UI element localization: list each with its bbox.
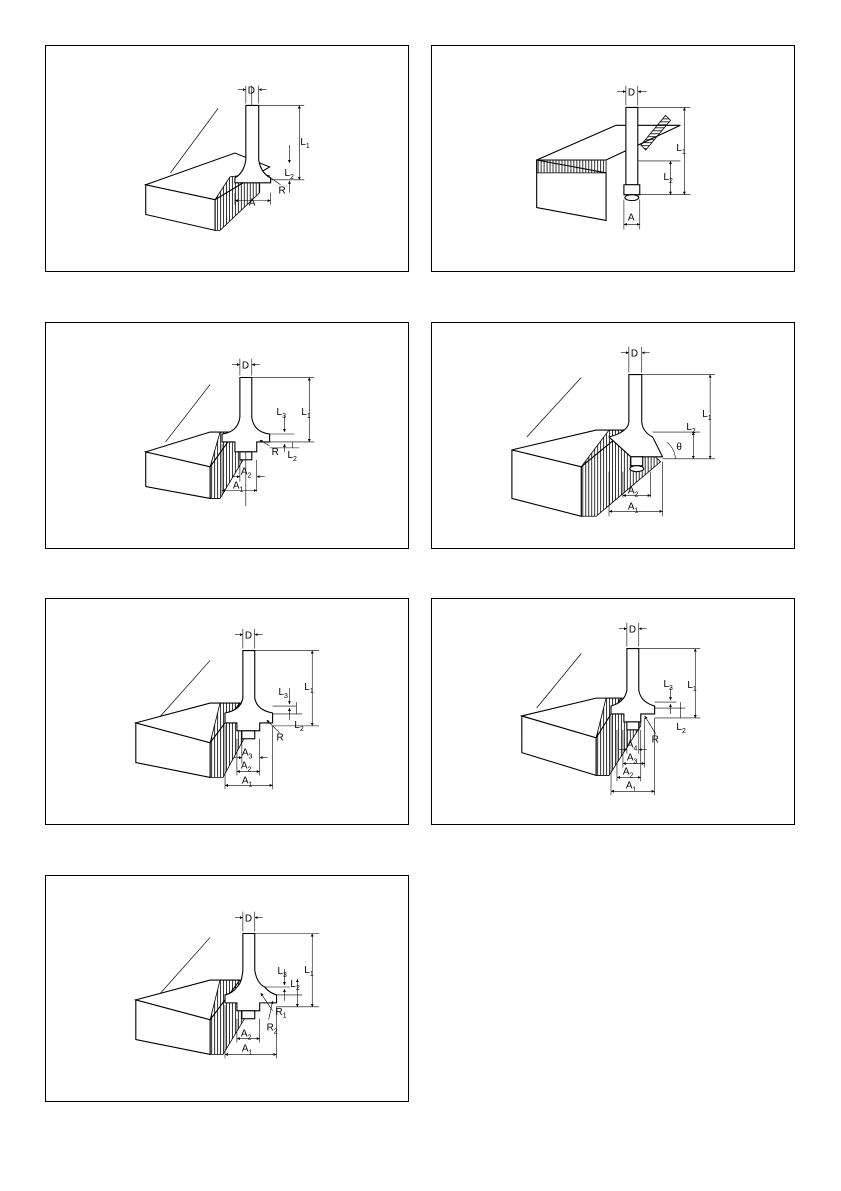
label-d: D [629, 625, 636, 636]
label-r2: R2 [267, 1023, 278, 1036]
figure-panel-4: D L1 L2 θ A2 A1 [431, 322, 795, 549]
label-l2: L2 [287, 450, 297, 463]
label-r1: R1 [276, 1007, 287, 1020]
label-l1: L1 [300, 137, 310, 150]
label-l3: L3 [279, 687, 289, 700]
label-d: D [248, 86, 255, 97]
label-l2: L2 [676, 722, 686, 735]
router-bit [222, 378, 270, 452]
cut-edge [537, 160, 606, 173]
router-bit-diagram-1: D L1 L2 R A [46, 46, 408, 271]
label-a3: A3 [242, 748, 253, 761]
label-a1: A1 [242, 775, 253, 788]
label-a2: A2 [628, 485, 639, 498]
label-r: R [272, 447, 279, 458]
label-r: R [277, 733, 284, 744]
label-a2: A2 [241, 1029, 252, 1042]
label-a1: A1 [628, 501, 639, 514]
label-a: A [249, 198, 256, 209]
router-bit [225, 651, 273, 731]
router-bit-diagram-6: D L1 L3 L2 R A4 A3 A2 A1 [432, 599, 794, 824]
router-bit-diagram-5: D L1 L3 L2 R A3 A2 A1 [46, 599, 408, 824]
label-a2: A2 [241, 467, 252, 480]
label-l2: L2 [284, 168, 294, 181]
label-d: D [628, 88, 635, 99]
router-bit-diagram-7: D L1 L3 L2 R1 R2 A2 A1 [46, 876, 408, 1101]
figure-panel-6: D L1 L3 L2 R A4 A3 A2 A1 [431, 598, 795, 825]
label-theta: θ [676, 442, 682, 453]
label-l2: L2 [290, 979, 300, 992]
figure-panel-7: D L1 L3 L2 R1 R2 A2 A1 [45, 875, 409, 1102]
router-bit [609, 375, 663, 457]
label-d: D [245, 914, 252, 925]
label-a: A [628, 212, 635, 223]
router-bit [611, 649, 655, 722]
figure-panel-5: D L1 L3 L2 R A3 A2 A1 [45, 598, 409, 825]
router-bit-diagram-2: D L1 L2 A [432, 46, 794, 271]
label-l3: L3 [277, 407, 287, 420]
label-l3: L3 [278, 966, 288, 979]
label-l2: L2 [686, 422, 696, 435]
label-l2: L2 [664, 172, 674, 185]
router-bit [626, 107, 638, 184]
router-bit-diagram-4: D L1 L2 θ A2 A1 [432, 323, 794, 548]
label-d: D [631, 349, 638, 360]
label-a4: A4 [627, 740, 638, 753]
figure-panel-3: D L1 L3 L2 R A2 A1 [45, 322, 409, 549]
label-l2: L2 [294, 720, 304, 733]
label-d: D [242, 361, 249, 372]
figure-panel-2: D L1 L2 A [431, 45, 795, 272]
label-d: D [245, 631, 252, 642]
figure-panel-1: D L1 L2 R A [45, 45, 409, 272]
label-r: R [652, 735, 659, 746]
label-r: R [279, 186, 286, 197]
router-bit [225, 933, 277, 1010]
label-a1: A1 [233, 481, 244, 494]
router-bit-diagram-3: D L1 L3 L2 R A2 A1 [46, 323, 408, 548]
label-l3: L3 [664, 679, 674, 692]
